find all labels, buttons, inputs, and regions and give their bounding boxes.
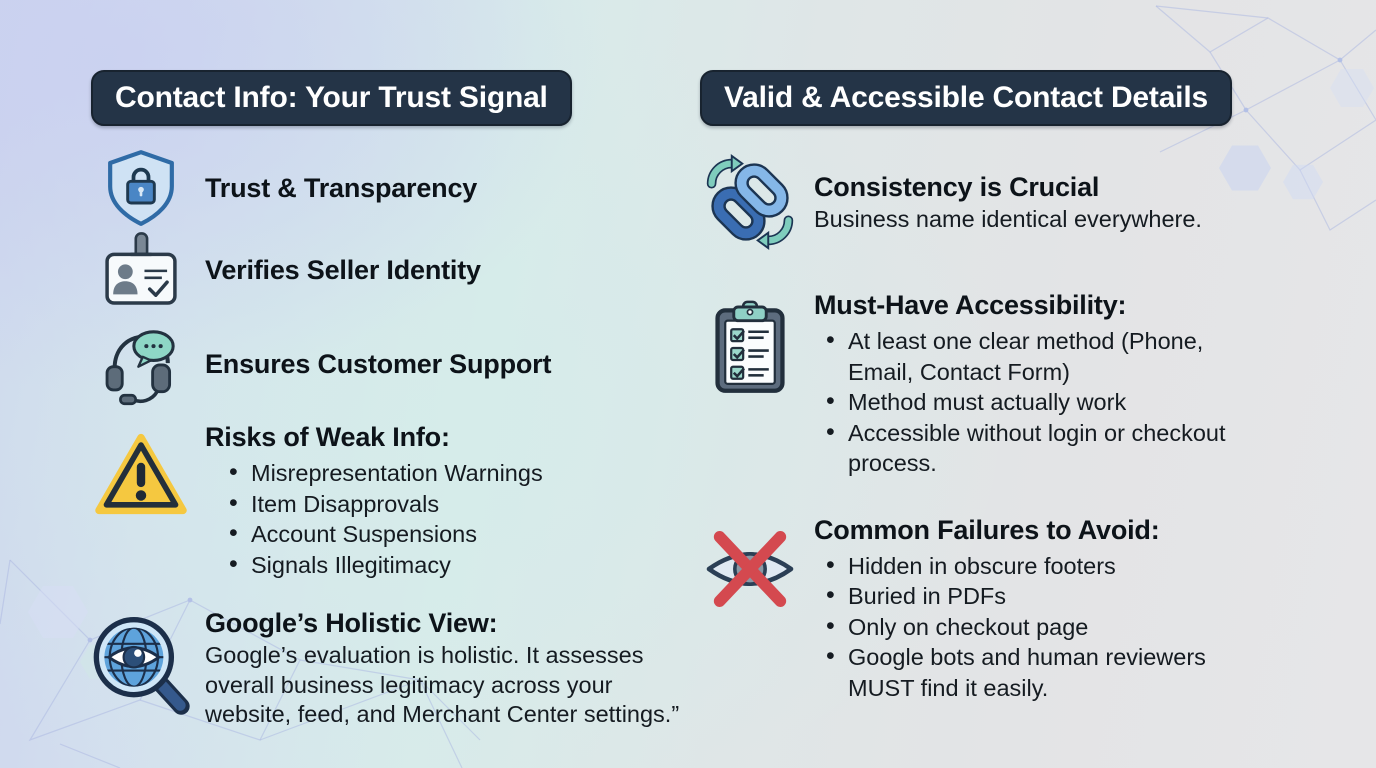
right-column: Valid & Accessible Contact Details <box>700 70 1340 703</box>
list-item: Verifies Seller Identity <box>91 230 683 310</box>
left-column: Contact Info: Your Trust Signal Trust & … <box>91 70 683 730</box>
left-header: Contact Info: Your Trust Signal <box>91 70 572 126</box>
bullet-item: Google bots and human reviewers MUST fin… <box>816 641 1262 703</box>
item-body: Google’s evaluation is holistic. It asse… <box>205 642 680 727</box>
chain-links-icon <box>700 154 800 250</box>
item-title: Verifies Seller Identity <box>205 255 481 285</box>
item-title: Common Failures to Avoid: <box>814 514 1160 545</box>
id-card-icon <box>91 230 191 310</box>
item-title: Risks of Weak Info: <box>205 422 450 452</box>
warning-triangle-icon <box>91 420 191 580</box>
list-item: Ensures Customer Support <box>91 322 683 406</box>
list-item: Common Failures to Avoid: Hidden in obsc… <box>700 513 1340 704</box>
headset-icon <box>91 322 191 406</box>
bullet-item: Only on checkout page <box>816 611 1262 643</box>
shield-lock-icon <box>91 148 191 228</box>
bullet-item: Buried in PDFs <box>816 580 1262 612</box>
item-title: Google’s Holistic View: <box>205 608 498 638</box>
list-item: Risks of Weak Info: Misrepresentation Wa… <box>91 420 683 580</box>
right-header: Valid & Accessible Contact Details <box>700 70 1232 126</box>
bullet-item: Method must actually work <box>816 386 1262 418</box>
list-item: Trust & Transparency <box>91 148 683 228</box>
bullet-item: Account Suspensions <box>219 518 683 550</box>
failures-bullet-list: Hidden in obscure footers Buried in PDFs… <box>816 550 1262 704</box>
list-item: Consistency is Crucial Business name ide… <box>700 152 1340 252</box>
magnifier-globe-eye-icon <box>91 606 191 730</box>
list-item: Google’s Holistic View: Google’s evaluat… <box>91 606 683 730</box>
eye-crossed-icon <box>700 513 800 704</box>
item-title: Trust & Transparency <box>205 173 478 203</box>
bullet-item: Item Disapprovals <box>219 488 683 520</box>
item-title: Consistency is Crucial <box>814 171 1100 202</box>
bullet-item: Accessible without login or checkout pro… <box>816 417 1262 479</box>
bullet-item: Signals Illegitimacy <box>219 549 683 581</box>
bullet-item: Hidden in obscure footers <box>816 550 1262 582</box>
item-title: Must-Have Accessibility: <box>814 290 1127 320</box>
accessibility-bullet-list: At least one clear method (Phone, Email,… <box>816 325 1262 479</box>
risks-bullet-list: Misrepresentation Warnings Item Disappro… <box>219 457 683 581</box>
item-title: Ensures Customer Support <box>205 349 552 379</box>
item-body: Business name identical everywhere. <box>814 205 1202 232</box>
list-item: Must-Have Accessibility: At least one cl… <box>700 288 1340 479</box>
clipboard-checklist-icon <box>700 288 800 479</box>
bullet-item: At least one clear method (Phone, Email,… <box>816 325 1262 387</box>
bullet-item: Misrepresentation Warnings <box>219 457 683 489</box>
